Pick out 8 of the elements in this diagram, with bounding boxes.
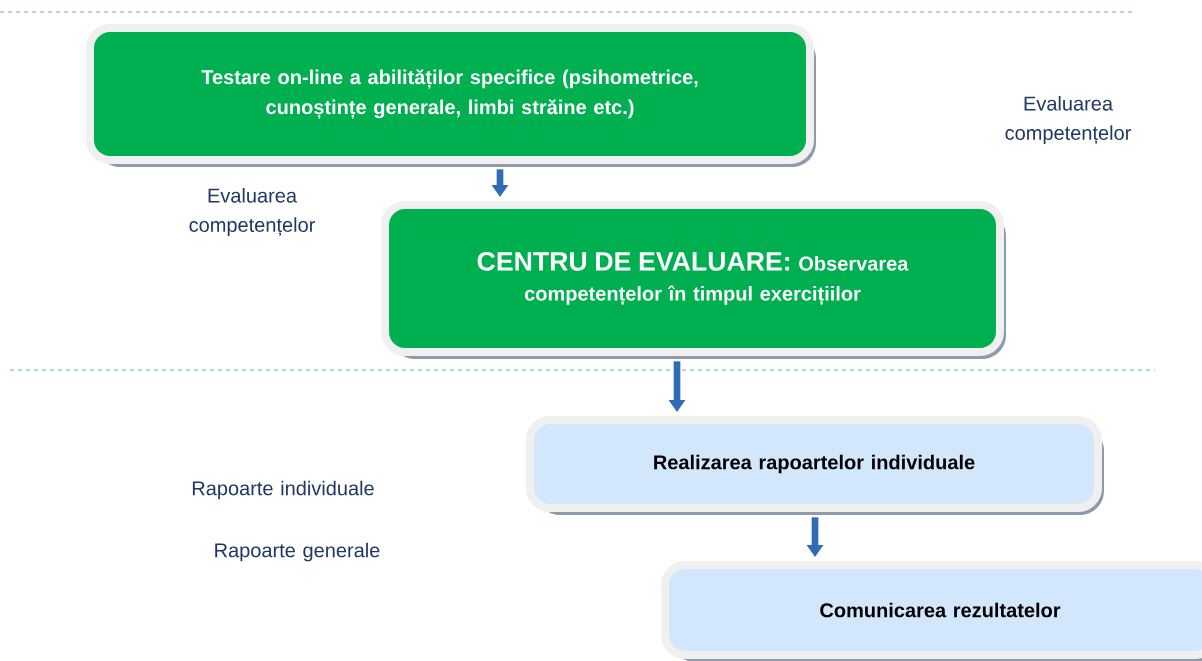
process-box: CENTRU DE EVALUARE: Observarea competențelor în timpul exercițiilor <box>381 201 1006 359</box>
side-label: Evaluarea competențelor <box>189 187 315 237</box>
side-label: Evaluarea competențelor <box>1005 95 1131 145</box>
process-box: Testare on-line a abilităților specifice (psihometrice, cunoștințe generale, limbi străine etc.) <box>86 24 816 167</box>
side-label: Rapoarte individuale <box>192 480 374 500</box>
process-box: Comunicarea rezultatelor <box>661 561 1202 661</box>
side-label: Rapoarte generale <box>215 542 380 562</box>
process-box: Realizarea rapoartelor individuale <box>526 416 1104 515</box>
